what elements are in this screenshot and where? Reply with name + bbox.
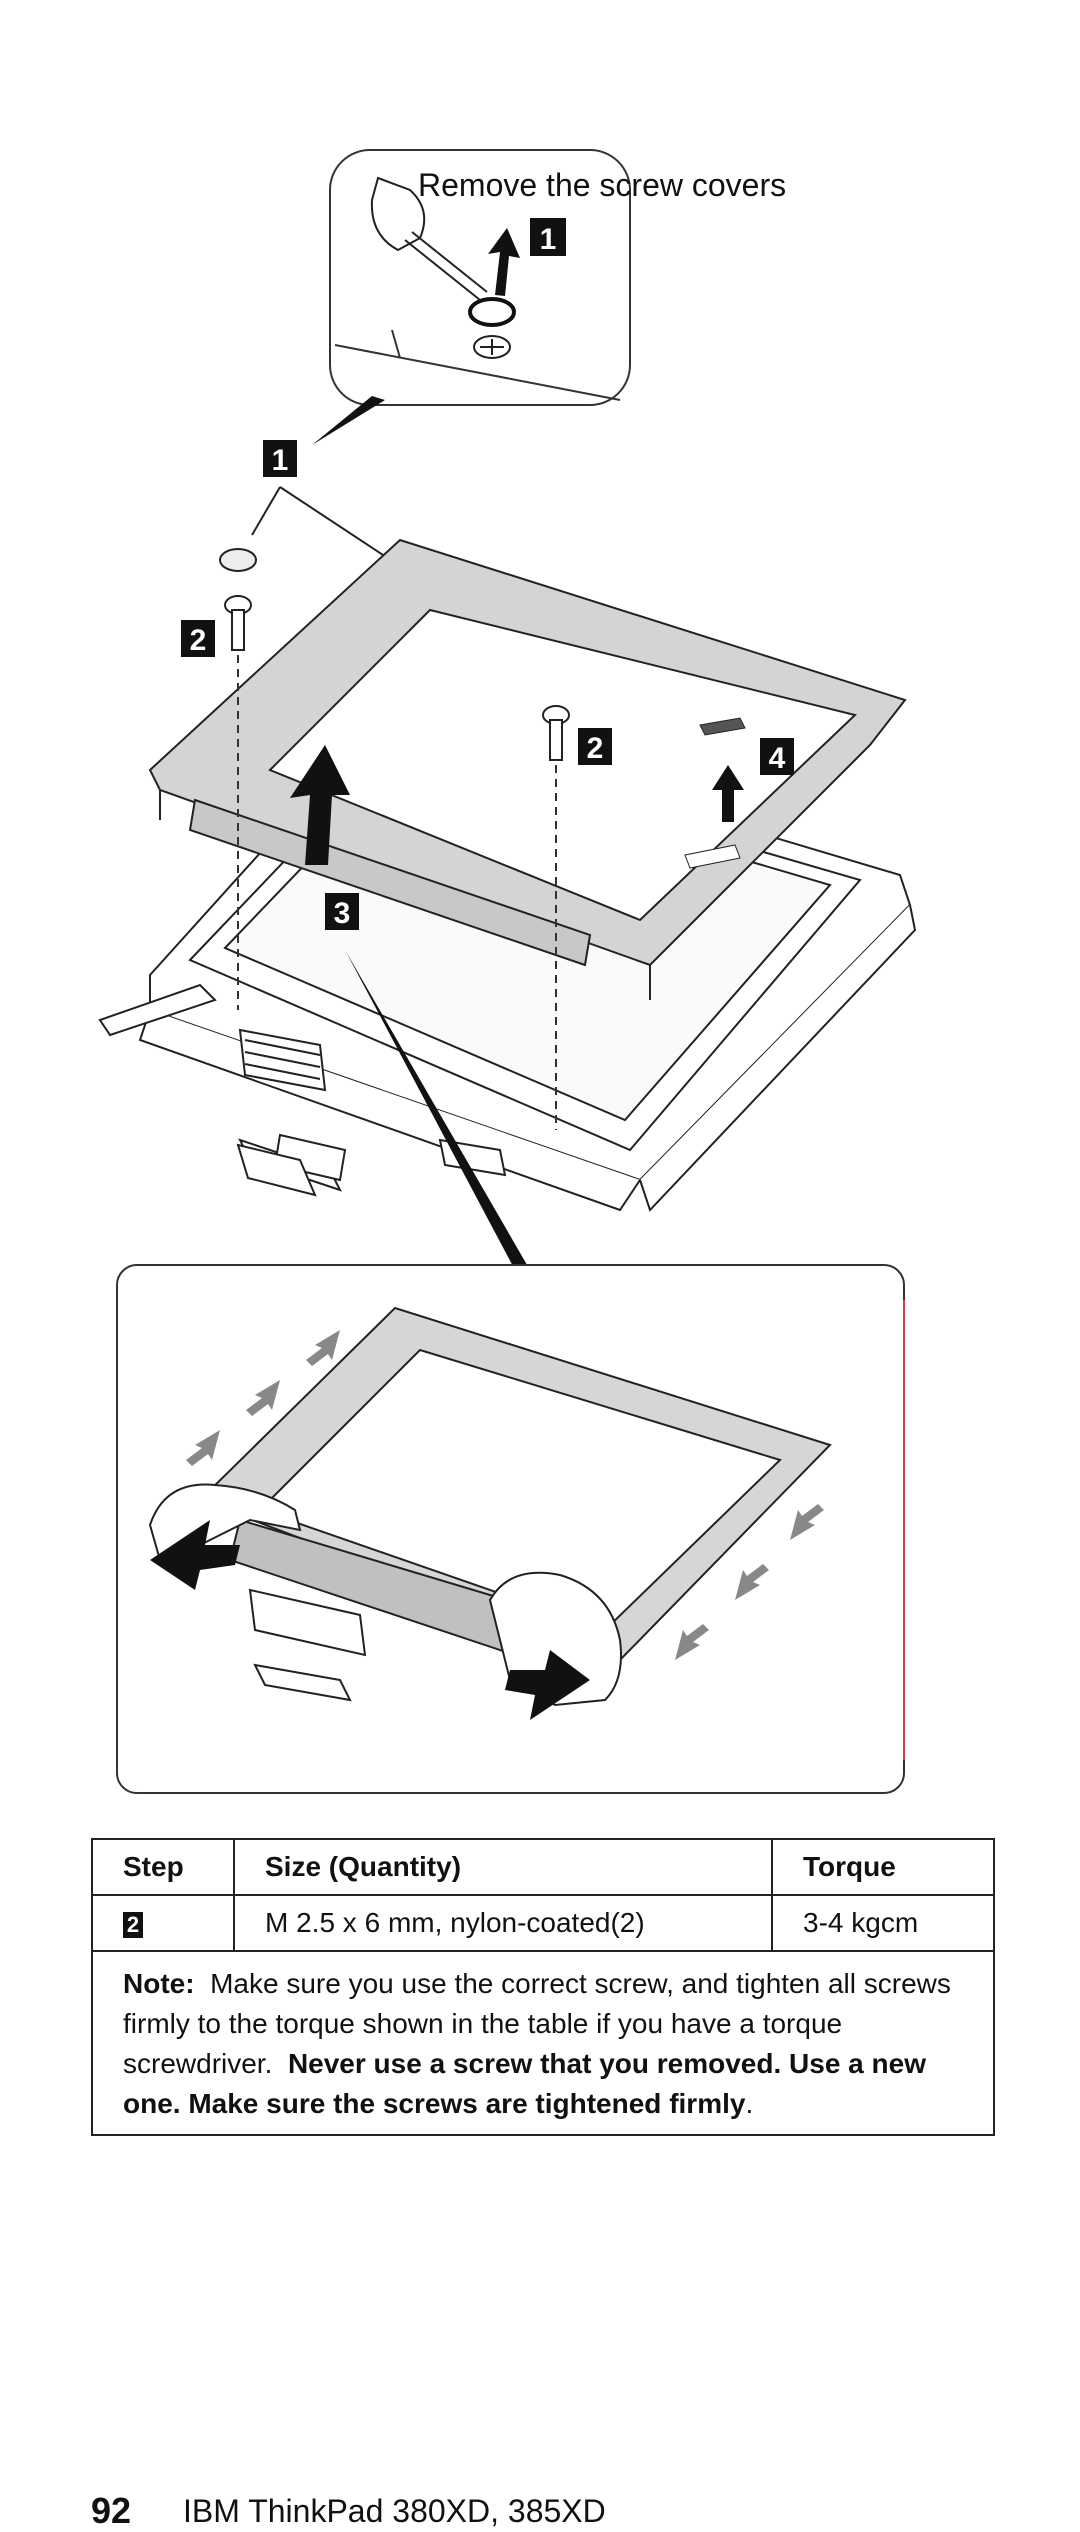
step-cell: 2 <box>91 1894 235 1952</box>
svg-text:4: 4 <box>769 742 786 775</box>
torque-table: Step Size (Quantity) Torque 2 M 2.5 x 6 … <box>91 1838 995 2136</box>
screwdriver-icon <box>370 176 488 301</box>
header-size: Size (Quantity) <box>233 1838 773 1896</box>
callout-1 <box>263 440 297 477</box>
arrow-up-icon <box>712 765 744 822</box>
disassembly-figure: Remove the screw covers 1 1 <box>98 149 917 1794</box>
note-label: Note: <box>123 1968 195 1999</box>
arrow-icon <box>186 1330 824 1660</box>
note-row: Note: Make sure you use the correct scre… <box>91 1950 995 2136</box>
screw-cover-icon <box>468 297 516 359</box>
svg-text:3: 3 <box>334 897 351 930</box>
table-row: 2 M 2.5 x 6 mm, nylon-coated(2) 3-4 kgcm <box>91 1894 995 1952</box>
note-cell: Note: Make sure you use the correct scre… <box>91 1950 995 2136</box>
svg-text:2: 2 <box>587 732 604 765</box>
svg-text:1: 1 <box>540 223 557 256</box>
lift-arrow-icon <box>488 228 520 296</box>
svg-text:2: 2 <box>190 624 207 657</box>
footer-title: IBM ThinkPad 380XD, 385XD <box>183 2493 606 2529</box>
size-cell: M 2.5 x 6 mm, nylon-coated(2) <box>233 1894 773 1952</box>
note-end: . <box>745 2088 754 2119</box>
page-number: 92 <box>91 2490 132 2531</box>
callout-4 <box>760 738 794 775</box>
note-text: Make sure you use the correct screw, and… <box>123 1968 951 2079</box>
header-step: Step <box>91 1838 235 1896</box>
callout-2 <box>181 620 215 657</box>
callout-2 <box>578 728 612 765</box>
callout-3 <box>325 893 359 930</box>
note-bold-text: Never use a screw that you removed. Use … <box>123 2048 926 2119</box>
arrow-icon <box>150 1520 590 1720</box>
inset-bezel <box>198 1306 832 1702</box>
svg-text:1: 1 <box>272 444 289 477</box>
torque-cell: 3-4 kgcm <box>771 1894 995 1952</box>
screw-icon <box>224 595 570 761</box>
arrow-up-icon <box>290 745 350 865</box>
step-badge: 2 <box>123 1912 143 1938</box>
lcd-bezel <box>148 538 907 1000</box>
callout-text: Remove the screw covers <box>418 167 786 203</box>
table-header-row: Step Size (Quantity) Torque <box>91 1838 995 1896</box>
header-torque: Torque <box>771 1838 995 1896</box>
